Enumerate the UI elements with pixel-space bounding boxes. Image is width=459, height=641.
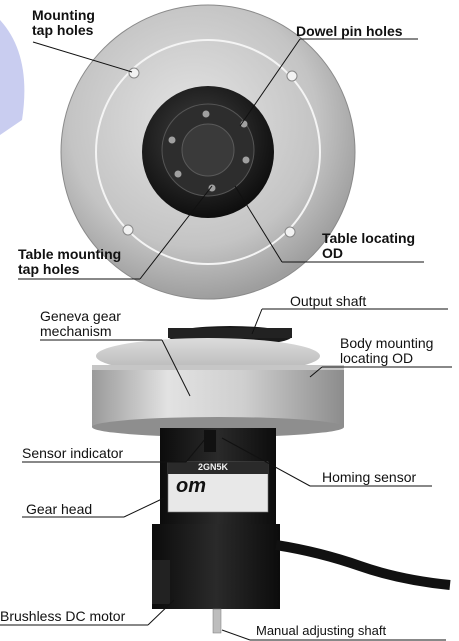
motor-body: [152, 524, 280, 609]
hub-inner: [181, 123, 235, 177]
label-homing-sensor: Homing sensor: [322, 469, 417, 485]
label-mounting-tap-holes: Mounting tap holes: [32, 7, 95, 38]
top-leaders: [18, 38, 424, 280]
motor-cable: [275, 540, 451, 590]
model-marking: 2GN5K: [198, 462, 229, 472]
table-hole-6: [208, 184, 216, 192]
accent-arc: [0, 20, 25, 135]
flange-inner-ring: [95, 39, 321, 265]
mount-hole-4: [122, 224, 134, 236]
label-gear-head: Gear head: [26, 501, 93, 517]
sensor-indicator-mark: [204, 430, 216, 452]
mount-hole-1: [128, 67, 140, 79]
table-hole-3: [242, 156, 250, 164]
table-hole-4: [168, 136, 176, 144]
label-geneva-gear-mechanism: Geneva gear mechanism: [40, 308, 121, 339]
bottom-leaders: [0, 308, 452, 641]
label-brushless-dc-motor: Brushless DC motor: [0, 608, 126, 624]
mount-hole-2: [286, 70, 298, 82]
label-sensor-indicator: Sensor indicator: [22, 445, 124, 461]
mount-hole-3: [284, 226, 296, 238]
body-cylinder: [92, 365, 344, 427]
label-table-locating-od: Table locating OD: [322, 230, 416, 261]
label-dowel-pin-holes: Dowel pin holes: [296, 23, 403, 39]
label-output-shaft: Output shaft: [290, 293, 367, 309]
table-hole-5: [174, 170, 182, 178]
brand-logo: om: [176, 475, 206, 497]
label-manual-adjusting-shaft: Manual adjusting shaft: [256, 623, 387, 638]
label-table-mounting-tap-holes: Table mounting tap holes: [18, 246, 122, 277]
table-hole-1: [202, 110, 210, 118]
manual-shaft: [212, 608, 222, 634]
label-body-mounting-locating-od: Body mounting locating OD: [340, 335, 434, 366]
